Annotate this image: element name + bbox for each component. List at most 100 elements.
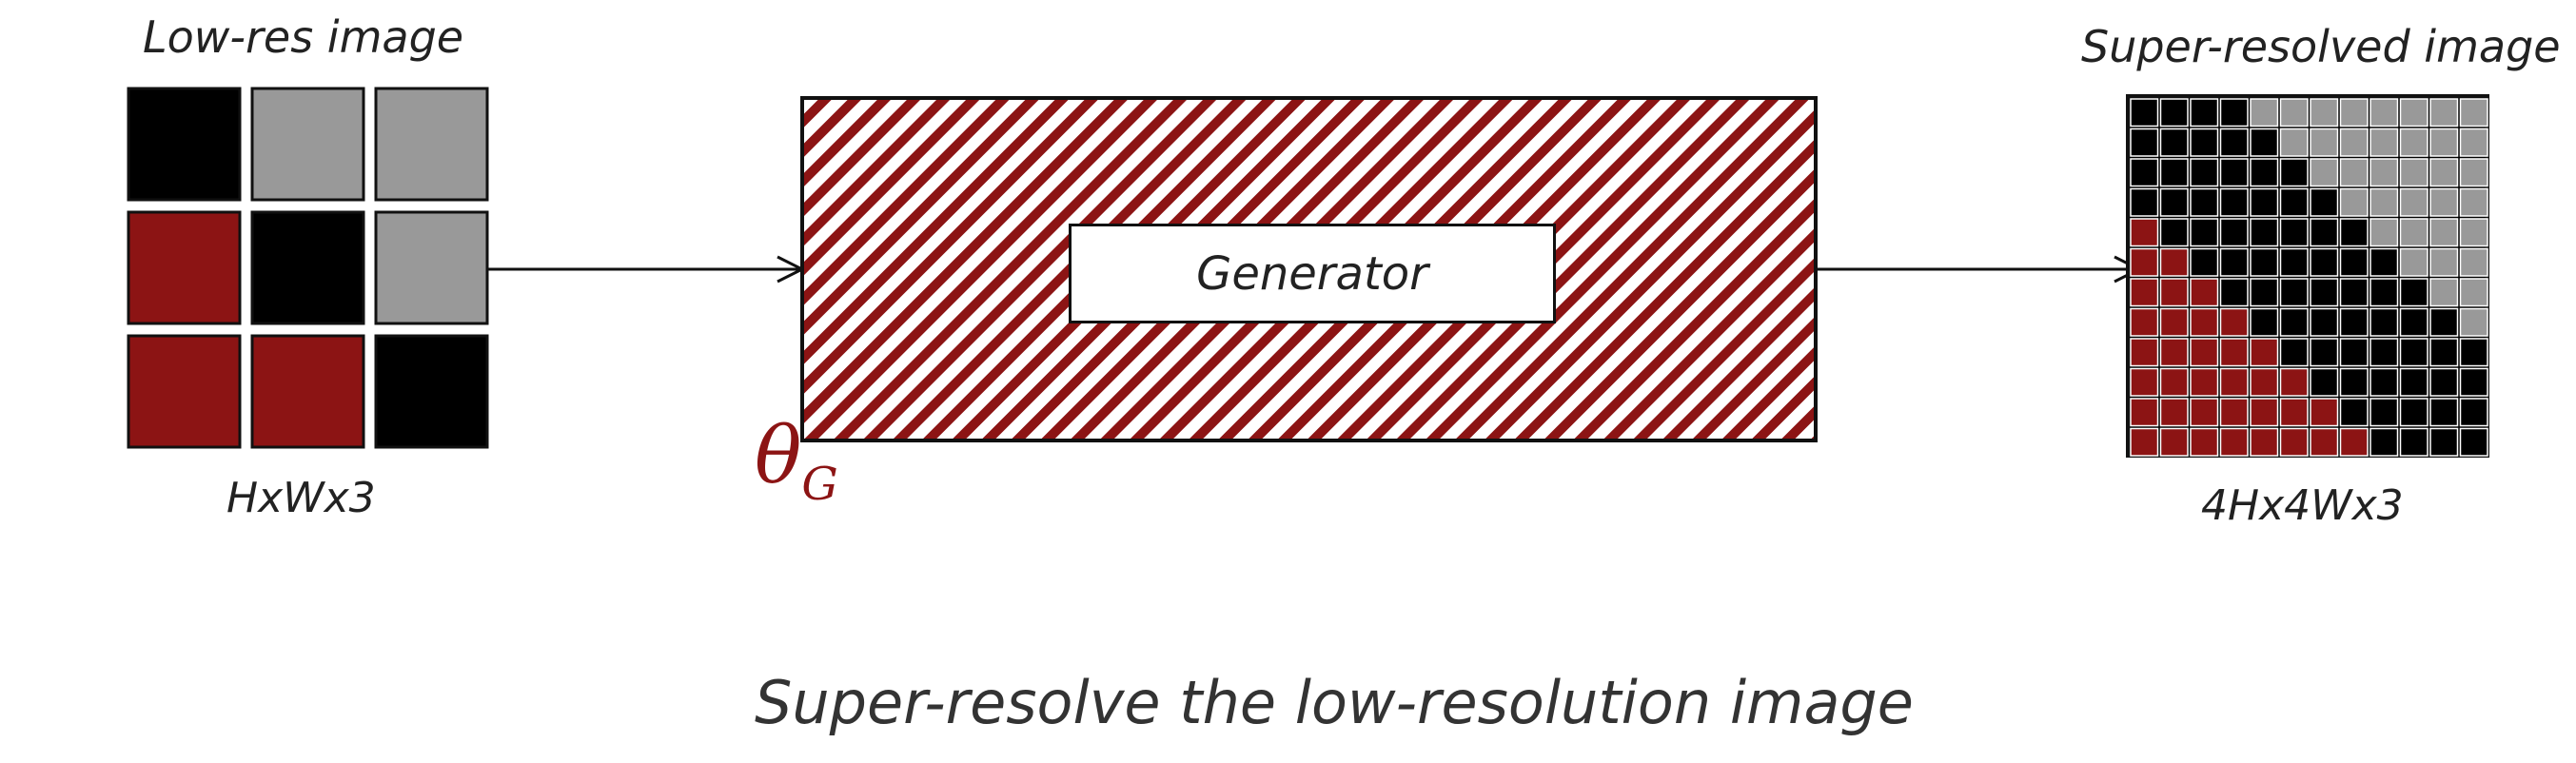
sr-pixel-red (2219, 307, 2249, 337)
sr-pixel-gray (2399, 127, 2429, 157)
sr-pixel-black (2190, 187, 2219, 217)
sr-pixel-black (2339, 218, 2369, 247)
sr-pixel-red (2279, 398, 2309, 427)
sr-pixel-black (2339, 278, 2369, 307)
sr-pixel-black (2429, 338, 2459, 367)
sr-pixel-gray (2310, 158, 2339, 187)
sr-pixel-red (2159, 367, 2189, 397)
sr-pixel-gray (2429, 187, 2459, 217)
sr-pixel-black (2250, 307, 2279, 337)
sr-pixel-red (2130, 427, 2159, 457)
sr-pixel-black (2279, 307, 2309, 337)
sr-pixel-black (2339, 398, 2369, 427)
sr-pixel-red (2250, 338, 2279, 367)
sr-pixel-red (2250, 427, 2279, 457)
sr-pixel-red (2190, 398, 2219, 427)
sr-pixel-gray (2339, 98, 2369, 127)
sr-pixel-black (2130, 98, 2159, 127)
sr-pixel-black (2219, 158, 2249, 187)
lowres-image-grid (127, 87, 489, 449)
sr-pixel-gray (2459, 307, 2488, 337)
lowres-pixel-gray (250, 87, 365, 202)
sr-pixel-black (2310, 338, 2339, 367)
sr-pixel-gray (2459, 98, 2488, 127)
sr-pixel-black (2339, 338, 2369, 367)
sr-pixel-black (2370, 367, 2399, 397)
sr-pixel-black (2370, 247, 2399, 277)
sr-pixel-red (2159, 307, 2189, 337)
lowres-title: Low-res image (143, 11, 464, 63)
sr-pixel-gray (2399, 158, 2429, 187)
sr-pixel-gray (2310, 127, 2339, 157)
sr-pixel-black (2310, 278, 2339, 307)
sr-pixel-black (2219, 98, 2249, 127)
sr-pixel-gray (2250, 98, 2279, 127)
caption: Super-resolve the low-resolution image (755, 668, 1914, 737)
sr-pixel-black (2399, 307, 2429, 337)
sr-pixel-black (2429, 427, 2459, 457)
sr-pixel-red (2190, 338, 2219, 367)
sr-pixel-red (2159, 278, 2189, 307)
theta-subscript: G (801, 458, 838, 511)
sr-pixel-black (2250, 278, 2279, 307)
sr-pixel-black (2399, 398, 2429, 427)
sr-pixel-gray (2339, 187, 2369, 217)
sr-pixel-black (2219, 218, 2249, 247)
sr-pixel-black (2250, 127, 2279, 157)
sr-pixel-red (2219, 427, 2249, 457)
generator-label: Generator (1196, 246, 1428, 301)
sr-pixel-black (2459, 367, 2488, 397)
sr-title: Super-resolved image (2081, 21, 2561, 72)
sr-pixel-black (2250, 247, 2279, 277)
sr-pixel-black (2459, 398, 2488, 427)
sr-pixel-black (2159, 187, 2189, 217)
sr-pixel-black (2250, 187, 2279, 217)
sr-pixel-black (2399, 367, 2429, 397)
sr-pixel-red (2159, 247, 2189, 277)
sr-pixel-black (2219, 127, 2249, 157)
sr-pixel-gray (2370, 127, 2399, 157)
sr-pixel-red (2219, 367, 2249, 397)
sr-pixel-gray (2339, 127, 2369, 157)
sr-pixel-black (2130, 127, 2159, 157)
sr-pixel-gray (2339, 158, 2369, 187)
sr-pixel-gray (2429, 127, 2459, 157)
sr-pixel-gray (2459, 158, 2488, 187)
lowres-pixel-gray (374, 87, 489, 202)
lowres-pixel-red (250, 334, 365, 449)
sr-pixel-red (2190, 307, 2219, 337)
lowres-pixel-black (374, 334, 489, 449)
sr-pixel-gray (2399, 98, 2429, 127)
sr-pixel-black (2399, 338, 2429, 367)
sr-pixel-gray (2429, 247, 2459, 277)
sr-pixel-black (2339, 247, 2369, 277)
sr-pixel-black (2370, 307, 2399, 337)
sr-pixel-black (2130, 158, 2159, 187)
sr-pixel-gray (2429, 98, 2459, 127)
sr-pixel-black (2279, 247, 2309, 277)
sr-pixel-gray (2370, 98, 2399, 127)
sr-pixel-gray (2429, 158, 2459, 187)
sr-pixel-red (2279, 367, 2309, 397)
sr-pixel-black (2399, 278, 2429, 307)
sr-pixel-red (2310, 398, 2339, 427)
sr-pixel-black (2130, 187, 2159, 217)
sr-pixel-red (2130, 278, 2159, 307)
sr-pixel-red (2130, 307, 2159, 337)
sr-pixel-black (2159, 127, 2189, 157)
sr-pixel-black (2219, 187, 2249, 217)
sr-pixel-red (2190, 367, 2219, 397)
sr-pixel-red (2130, 398, 2159, 427)
sr-pixel-black (2459, 427, 2488, 457)
sr-pixel-black (2310, 367, 2339, 397)
sr-pixel-black (2279, 338, 2309, 367)
sr-pixel-black (2279, 278, 2309, 307)
sr-pixel-red (2130, 367, 2159, 397)
sr-pixel-gray (2370, 187, 2399, 217)
sr-pixel-black (2159, 218, 2189, 247)
sr-pixel-gray (2399, 218, 2429, 247)
sr-pixel-red (2279, 427, 2309, 457)
sr-pixel-black (2219, 247, 2249, 277)
sr-pixel-black (2399, 427, 2429, 457)
